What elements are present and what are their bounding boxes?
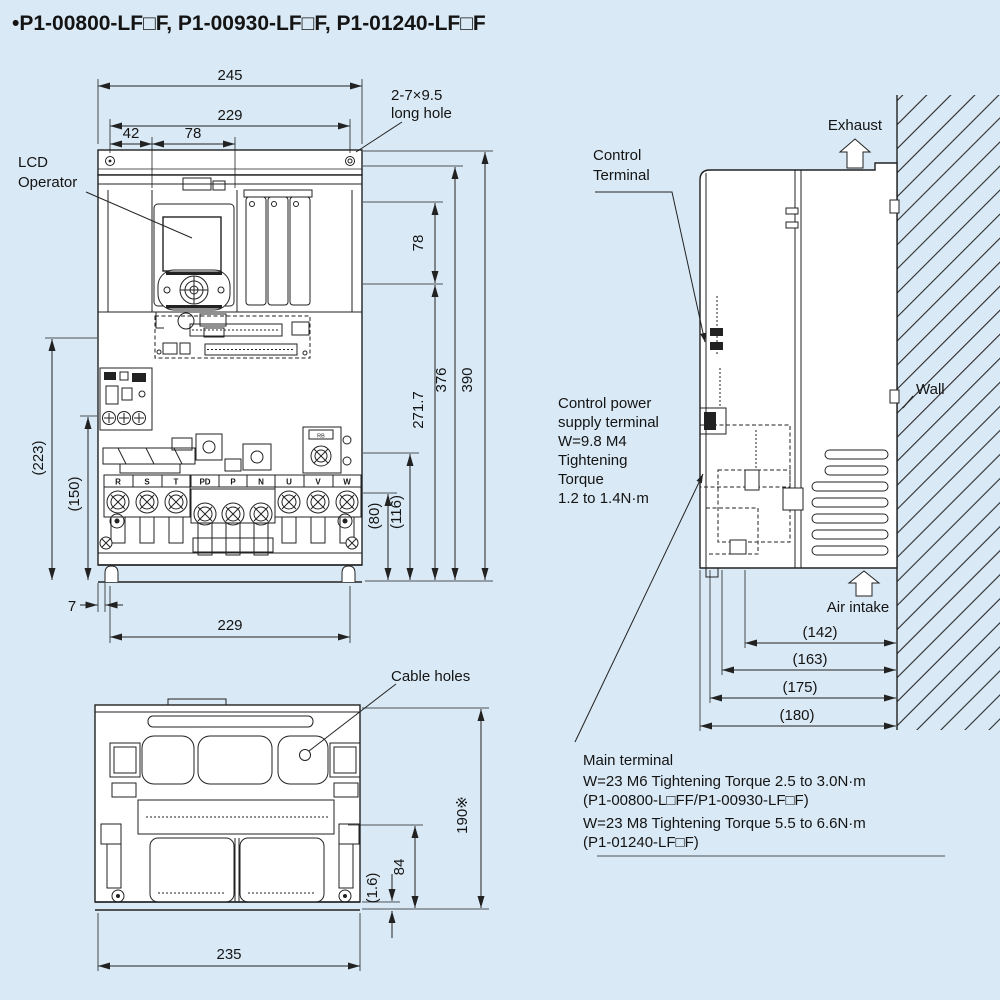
dim-42: 42 <box>123 125 140 142</box>
side-foot <box>705 567 719 578</box>
terminal-label-s: S <box>144 478 150 487</box>
bottom-body <box>94 698 361 911</box>
side-dimensions <box>699 570 896 731</box>
side-body <box>699 162 900 578</box>
control-power-line6: 1.2 to 1.4N·m <box>558 490 649 507</box>
terminal-lugs <box>110 516 355 556</box>
dim-78-right: 78 <box>410 235 427 252</box>
wall-hatch <box>897 95 1000 730</box>
control-power-line1: Control power <box>558 395 651 412</box>
control-terminal-leader <box>595 191 706 343</box>
bottom-dimensions <box>97 707 489 971</box>
main-terminal-note-line3: (P1-00800-L□FF/P1-00930-LF□F) <box>583 792 809 809</box>
cable-holes-label: Cable holes <box>391 668 470 685</box>
dim-223: (223) <box>30 440 47 475</box>
dim-78-top: 78 <box>185 125 202 142</box>
terminal-screws <box>106 490 359 526</box>
terminal-internals <box>699 368 804 555</box>
rb-terminal-block <box>302 426 342 474</box>
fan-left <box>149 837 235 903</box>
control-power-line4: Tightening <box>558 452 628 469</box>
dim-175: (175) <box>782 679 817 696</box>
control-power-line3: W=9.8 M4 <box>558 433 627 450</box>
main-terminal-leader <box>574 473 704 743</box>
cable-holes-leader <box>308 683 397 752</box>
dim-163: (163) <box>792 651 827 668</box>
terminal-label-r: R <box>115 478 121 487</box>
terminal-label-t: T <box>174 478 179 487</box>
dim-180: (180) <box>779 707 814 724</box>
terminal-label-p: P <box>230 478 236 487</box>
control-power-line5: Torque <box>558 471 604 488</box>
option-slots <box>243 189 313 306</box>
mounting-hole-right <box>345 156 355 166</box>
front-view <box>45 79 493 643</box>
dim-229-bottom: 229 <box>217 617 242 634</box>
air-intake-label: Air intake <box>827 599 890 616</box>
wall <box>896 95 1000 730</box>
air-intake-arrow-icon <box>847 570 881 597</box>
vent-grille <box>137 799 335 835</box>
dim-116: (116) <box>388 495 405 529</box>
cable-hole <box>299 749 311 761</box>
lcd-operator <box>153 203 235 338</box>
dim-245: 245 <box>217 67 242 84</box>
lcd-leader <box>85 191 193 239</box>
dim-1-6: (1.6) <box>364 873 381 904</box>
page-title: •P1-00800-LF□F, P1-00930-LF□F, P1-01240-… <box>12 12 486 35</box>
dim-229-top: 229 <box>217 107 242 124</box>
front-dimensions <box>45 79 493 643</box>
terminal-label-u: U <box>286 478 292 487</box>
main-terminal-note-line5: (P1-01240-LF□F) <box>583 834 699 851</box>
front-mounting-plate <box>97 149 363 176</box>
terminal-label-v: V <box>315 478 321 487</box>
main-terminal-note-line1: Main terminal <box>583 752 673 769</box>
wall-leader <box>902 395 914 409</box>
terminal-label-n: N <box>258 478 264 487</box>
lcd-label-line2: Operator <box>18 174 77 191</box>
text-layer: •P1-00800-LF□F, P1-00930-LF□F, P1-01240-… <box>12 12 945 963</box>
control-terminal-label-line2: Terminal <box>593 167 650 184</box>
exhaust-label: Exhaust <box>828 117 883 134</box>
dim-80: (80) <box>366 503 383 530</box>
control-power-line2: supply terminal <box>558 414 659 431</box>
lcd-label-line1: LCD <box>18 154 48 171</box>
dim-376: 376 <box>433 367 450 392</box>
side-view <box>574 95 1000 857</box>
relay-block <box>99 367 153 431</box>
main-terminal-row <box>99 474 362 556</box>
dim-84: 84 <box>391 859 408 876</box>
dim-190: 190※ <box>454 796 471 834</box>
dim-142: (142) <box>802 624 837 641</box>
wall-label: Wall <box>916 381 945 398</box>
terminal-label-rb: RB <box>317 434 325 440</box>
main-terminal-note-line4: W=23 M8 Tightening Torque 5.5 to 6.6N·m <box>583 815 866 832</box>
foot-notch-left <box>104 565 119 582</box>
exhaust-arrow-icon <box>838 138 872 169</box>
dim-235: 235 <box>216 946 241 963</box>
long-hole-label-line1: 2-7×9.5 <box>391 87 442 104</box>
long-hole-leader <box>355 121 403 153</box>
control-terminal-parts <box>710 296 723 356</box>
bottom-view <box>94 683 489 971</box>
louver-slots <box>811 449 889 556</box>
control-terminal-label-line1: Control <box>593 147 641 164</box>
lcd-screen <box>162 216 222 272</box>
dim-7: 7 <box>68 598 76 615</box>
terminal-label-w: W <box>343 478 351 487</box>
control-board <box>154 315 311 359</box>
dim-150: (150) <box>66 476 83 511</box>
dim-390: 390 <box>459 367 476 392</box>
dim-271-7: 271.7 <box>410 391 427 429</box>
long-hole-label-line2: long hole <box>391 105 452 122</box>
busbar-area <box>102 426 352 474</box>
fan-right <box>239 837 325 903</box>
main-terminal-note-line2: W=23 M6 Tightening Torque 2.5 to 3.0N·m <box>583 773 866 790</box>
terminal-label-pd: PD <box>199 478 210 487</box>
foot-notch-right <box>341 565 356 582</box>
